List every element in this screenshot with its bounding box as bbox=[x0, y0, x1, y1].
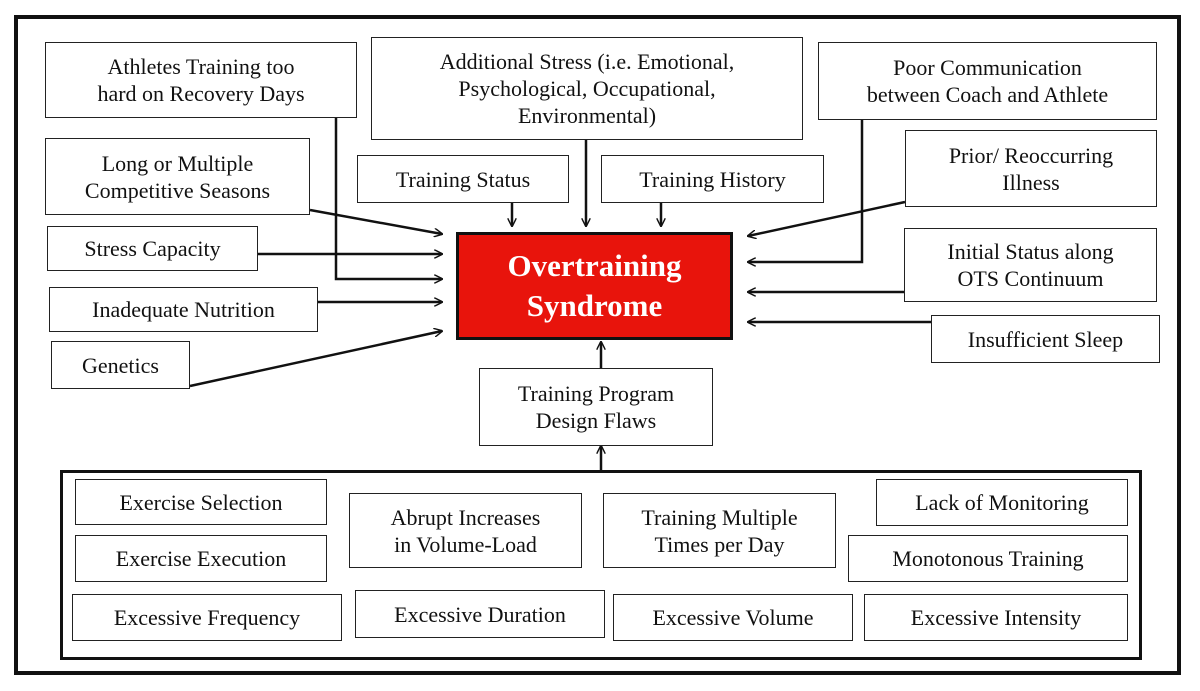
prior-illness-box: Prior/ Reoccurring Illness bbox=[905, 130, 1157, 207]
arrow-genetics bbox=[189, 331, 442, 388]
excessive-frequency-box: Excessive Frequency bbox=[72, 594, 342, 641]
training-multiple-box: Training Multiple Times per Day bbox=[603, 493, 836, 568]
genetics-box: Genetics bbox=[51, 341, 190, 389]
arrow-long-seasons bbox=[309, 208, 442, 234]
additional-stress-box: Additional Stress (i.e. Emotional, Psych… bbox=[371, 37, 803, 140]
training-history-box: Training History bbox=[601, 155, 824, 203]
excessive-volume-box: Excessive Volume bbox=[613, 594, 853, 641]
initial-status-box: Initial Status along OTS Continuum bbox=[904, 228, 1157, 302]
insufficient-sleep-box: Insufficient Sleep bbox=[931, 315, 1160, 363]
exercise-execution-box: Exercise Execution bbox=[75, 535, 327, 582]
overtraining-syndrome-box: Overtraining Syndrome bbox=[456, 232, 733, 340]
monotonous-training-box: Monotonous Training bbox=[848, 535, 1128, 582]
arrow-athletes-training bbox=[334, 118, 442, 279]
excessive-intensity-box: Excessive Intensity bbox=[864, 594, 1128, 641]
lack-monitoring-box: Lack of Monitoring bbox=[876, 479, 1128, 526]
arrow-prior-illness bbox=[748, 200, 906, 236]
inadequate-nutrition-box: Inadequate Nutrition bbox=[49, 287, 318, 332]
poor-communication-box: Poor Communication between Coach and Ath… bbox=[818, 42, 1157, 120]
program-flaws-group bbox=[60, 470, 1142, 660]
training-status-box: Training Status bbox=[357, 155, 569, 203]
abrupt-increases-box: Abrupt Increases in Volume-Load bbox=[349, 493, 582, 568]
training-program-flaws-box: Training Program Design Flaws bbox=[479, 368, 713, 446]
stress-capacity-box: Stress Capacity bbox=[47, 226, 258, 271]
arrow-poor-communication bbox=[748, 120, 864, 262]
long-seasons-box: Long or Multiple Competitive Seasons bbox=[45, 138, 310, 215]
athletes-training-box: Athletes Training too hard on Recovery D… bbox=[45, 42, 357, 118]
excessive-duration-box: Excessive Duration bbox=[355, 590, 605, 638]
exercise-selection-box: Exercise Selection bbox=[75, 479, 327, 525]
